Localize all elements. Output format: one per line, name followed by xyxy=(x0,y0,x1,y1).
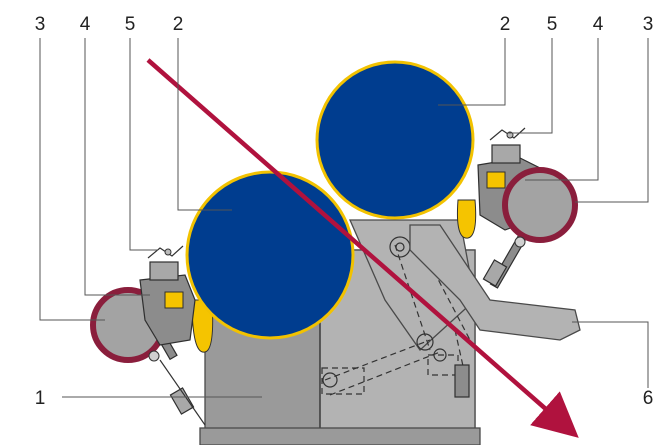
label-drum-right: 3 xyxy=(643,14,654,35)
right-roll-unit xyxy=(315,60,477,239)
left-applicator xyxy=(90,245,206,426)
web-direction-arrow-icon xyxy=(146,58,579,438)
top-right-labels: 2 5 4 3 xyxy=(500,14,654,35)
label-nozzle-left: 5 xyxy=(125,14,136,35)
label-arm: 6 xyxy=(643,388,654,409)
label-roll-left: 2 xyxy=(173,14,184,35)
label-frame: 1 xyxy=(35,388,46,409)
label-roll-right: 2 xyxy=(500,14,511,35)
label-applicator-left: 4 xyxy=(80,14,91,35)
leader-lines xyxy=(39,38,649,398)
label-applicator-right: 4 xyxy=(593,14,604,35)
right-applicator xyxy=(477,127,578,289)
label-nozzle-right: 5 xyxy=(547,14,558,35)
top-left-labels: 3 4 5 2 xyxy=(35,14,184,35)
left-roll-unit xyxy=(185,170,355,353)
left-roll xyxy=(185,170,355,340)
support-arm xyxy=(409,224,581,341)
right-drum xyxy=(502,167,578,243)
right-roll xyxy=(315,60,475,220)
label-drum-left: 3 xyxy=(35,14,46,35)
